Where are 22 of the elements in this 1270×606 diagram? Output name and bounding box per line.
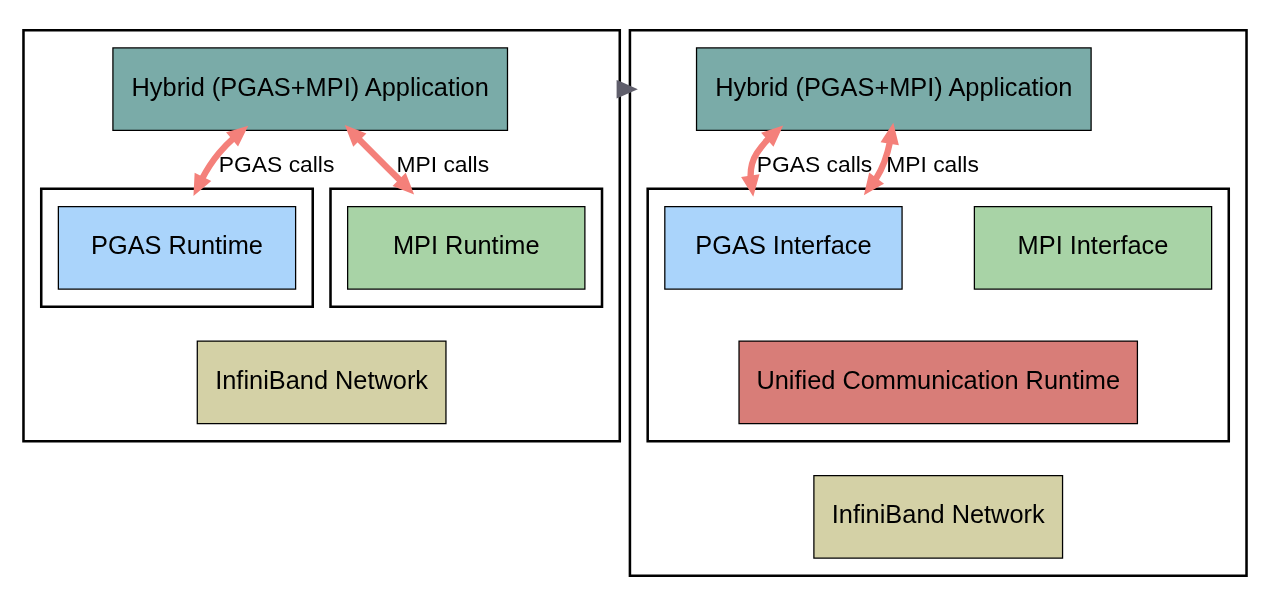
- node-box: Hybrid (PGAS+MPI) Application: [695, 47, 1092, 132]
- node-box: PGAS Interface: [664, 205, 903, 290]
- arrow: [193, 125, 249, 196]
- arrow: [344, 125, 415, 195]
- node-box: Hybrid (PGAS+MPI) Application: [112, 47, 509, 132]
- arrow: [741, 125, 784, 197]
- arrow: [863, 122, 899, 196]
- node-box: Unified Communication Runtime: [738, 340, 1139, 425]
- cluster: [329, 187, 604, 309]
- node-box: InfiniBand Network: [813, 474, 1064, 559]
- cluster: [646, 187, 1231, 443]
- node-box: MPI Interface: [973, 205, 1213, 290]
- cluster: [39, 187, 314, 309]
- edge-label: MPI calls: [396, 150, 490, 177]
- node-box: PGAS Runtime: [57, 205, 297, 290]
- edge-label: MPI calls: [886, 150, 979, 177]
- node-box: InfiniBand Network: [196, 340, 447, 425]
- node-box: MPI Runtime: [347, 205, 586, 290]
- cluster: [22, 28, 622, 443]
- edge-label: PGAS calls: [756, 150, 873, 177]
- edge-label: PGAS calls: [218, 150, 335, 177]
- cluster: [628, 28, 1248, 578]
